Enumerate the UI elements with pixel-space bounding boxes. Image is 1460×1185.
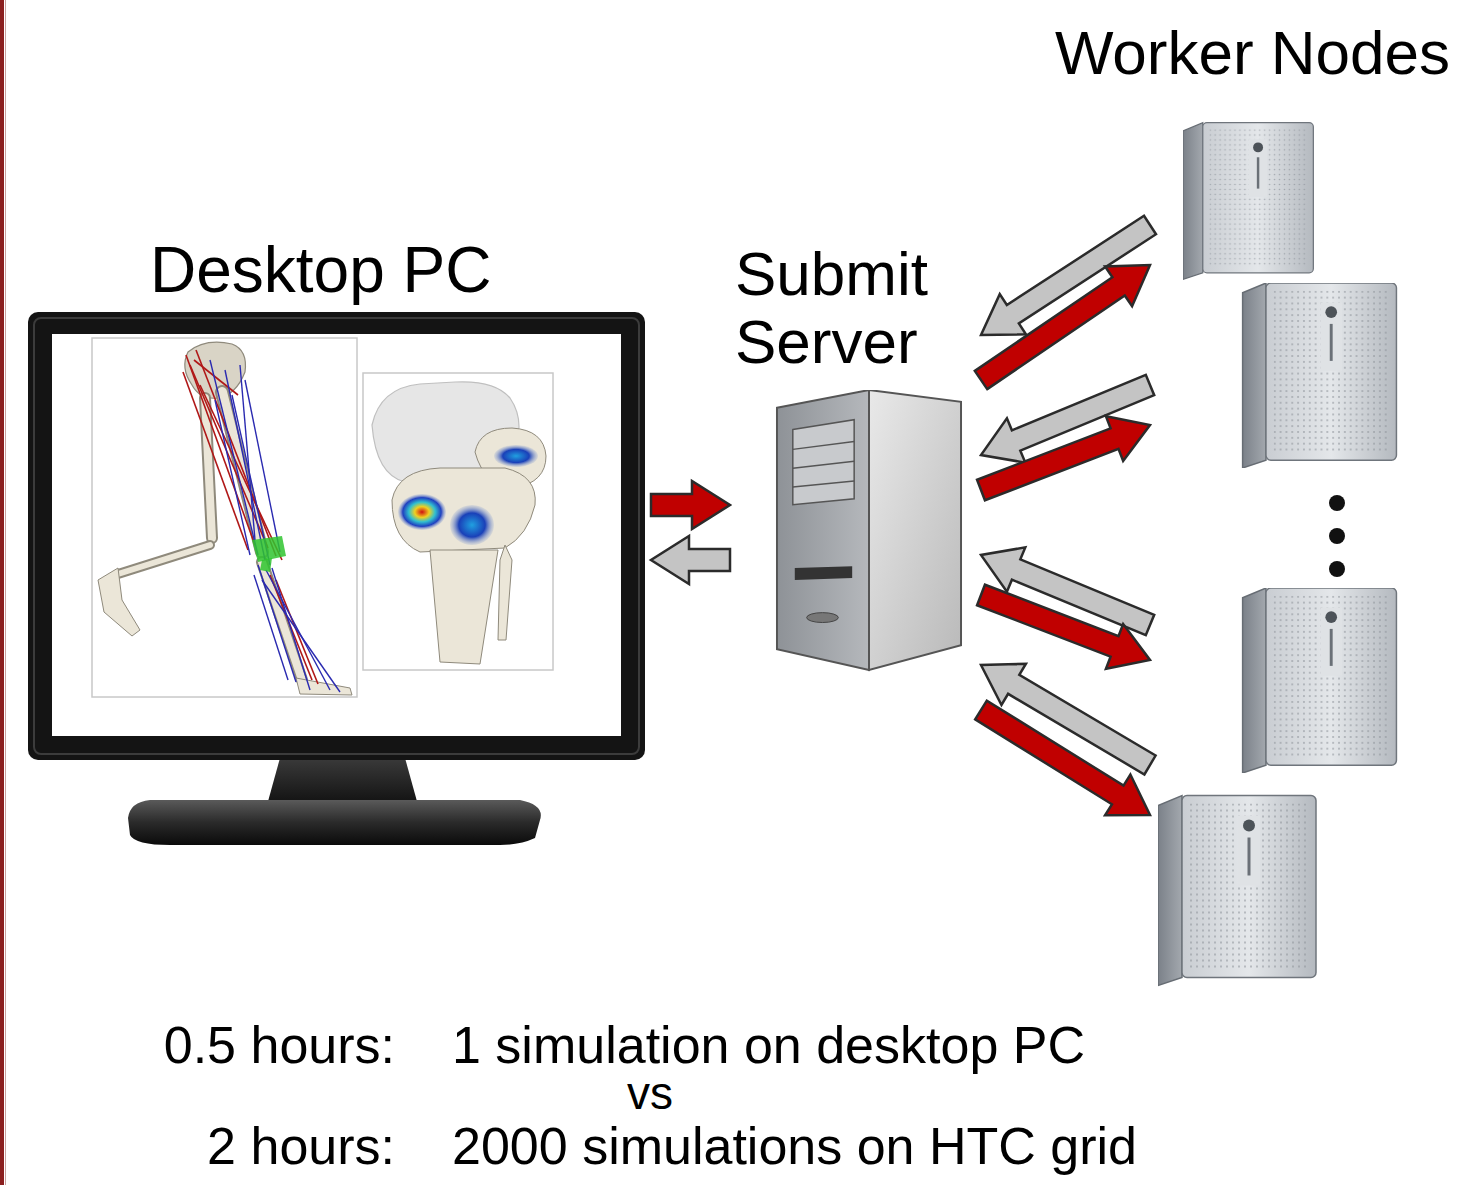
timing-note: 2 hours: [120, 1116, 395, 1176]
ellipsis-dots [1329, 495, 1345, 577]
node-group: Worker Nodes [1150, 110, 1450, 990]
flow-arrow [977, 585, 1150, 669]
timing-note: vs [590, 1070, 710, 1116]
flow-arrow [977, 416, 1150, 500]
monitor [28, 312, 645, 845]
server-icon [1183, 123, 1313, 280]
page-border [5, 0, 6, 1185]
flow-arrow [651, 536, 730, 584]
server-icon [1243, 283, 1397, 468]
server-icon [1243, 588, 1397, 773]
timing-note: 1 simulation on desktop PC [452, 1015, 1352, 1075]
timing-note: 2000 simulations on HTC grid [452, 1116, 1352, 1176]
timing-note: 0.5 hours: [120, 1015, 395, 1075]
server-icon [777, 390, 961, 670]
server-icon [1158, 796, 1316, 986]
computer-node: Desktop PC [28, 235, 651, 845]
node-heading: Desktop PC [28, 235, 651, 305]
knee-model [363, 373, 553, 670]
flow-arrow [975, 265, 1150, 389]
flow-arrow [651, 481, 730, 529]
flow-arrow [975, 701, 1150, 816]
server-node: Submit Server [730, 240, 981, 675]
page-border [0, 0, 4, 1185]
leg-model [92, 338, 357, 697]
node-heading: Worker Nodes [1055, 18, 1450, 88]
node-heading: Submit Server [730, 240, 981, 376]
